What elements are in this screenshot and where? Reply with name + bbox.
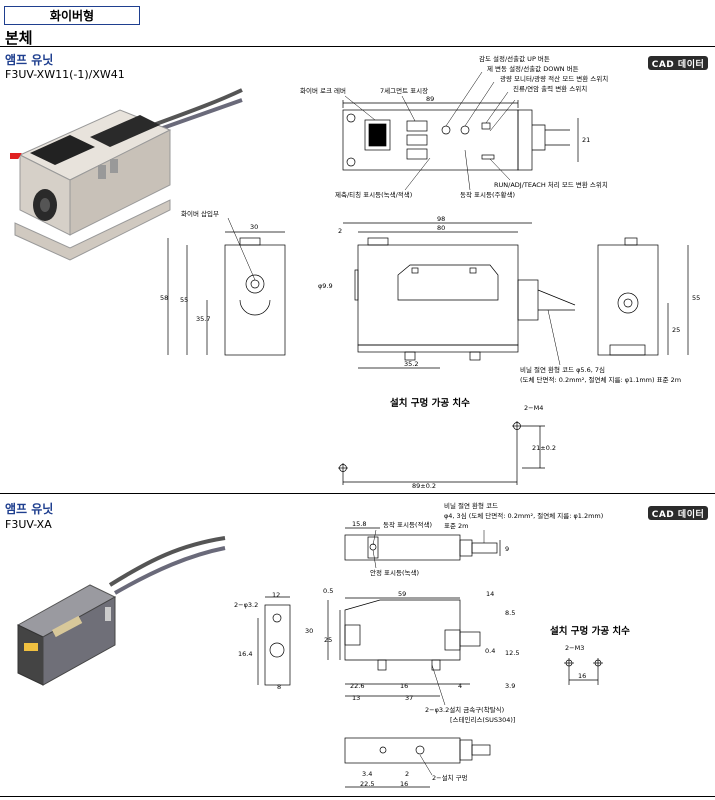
label-op-lamp-red: 동작 표시등(적색) — [383, 520, 432, 529]
dim-0-5: 0.5 — [323, 587, 333, 595]
dim-30: 30 — [250, 223, 258, 231]
dimension-drawing-1: 89 21 감도 설정/선출값 UP 버튼 제 변동 설정/선출값 DOWN 버… — [160, 54, 700, 490]
right-end-view — [597, 237, 689, 356]
model-name-1: F3UV-XW11(-1)/XW41 — [5, 68, 125, 81]
label-lock-lever: 화이버 로크 레버 — [300, 86, 346, 95]
mount-title-2: 설치 구멍 가공 치수 — [550, 625, 630, 637]
dim-21-mount: 21±0.2 — [532, 444, 556, 452]
model-name-2: F3UV-XA — [5, 518, 52, 531]
label-stable-lamp: 안정 표시등(녹색) — [370, 568, 419, 577]
amp-unit-photo-1 — [10, 88, 243, 261]
section-divider — [0, 493, 715, 494]
dim-16: 16 — [400, 682, 408, 690]
dim-89-mount: 89±0.2 — [412, 482, 436, 490]
dim-22-6: 22.6 — [350, 682, 364, 690]
label-mode-switch: 진류/연암 출력 변환 스위치 — [513, 84, 587, 93]
mount-title-1: 설치 구멍 가공 치수 — [390, 397, 470, 409]
label-op-lamp: 동작 표시등(주황색) — [460, 190, 515, 199]
dim-22-5: 22.5 — [360, 780, 374, 788]
label-mount-note-1: 2−φ3.2설치 금속구(착탈식) — [425, 705, 504, 714]
dim-3-4: 3.4 — [362, 770, 372, 778]
label-m4: 2−M4 — [524, 404, 543, 412]
label-cable-2: (도체 단면적: 0.2mm², 절연체 지름: φ1.1mm) 표준 2m — [520, 375, 681, 384]
cad-label: CAD 데이터 — [651, 509, 705, 520]
dim-35-7: 35.7 — [196, 315, 210, 323]
dim-2-phi-3-2: 2−φ3.2 — [234, 601, 258, 609]
top-view — [342, 100, 579, 171]
dim-14: 14 — [486, 590, 494, 598]
dim-13: 13 — [352, 694, 360, 702]
dim-15-8: 15.8 — [352, 520, 366, 528]
dim-58: 58 — [160, 294, 168, 302]
cad-data-button-1[interactable]: CAD 데이터 — [648, 56, 708, 70]
dim-4: 4 — [458, 682, 462, 690]
dim-98: 98 — [437, 215, 445, 223]
label-run-switch: RUN/ADJ/TEACH 처리 모드 변환 스위치 — [494, 180, 608, 189]
bottom-divider — [0, 796, 715, 797]
end-view — [167, 231, 286, 356]
dim-3-9: 3.9 — [505, 682, 515, 690]
amp-unit-photo-2 — [16, 536, 226, 686]
dim-89: 89 — [426, 95, 434, 103]
dim-8-5: 8.5 — [505, 609, 515, 617]
dimension-drawing-2: 15.8 9 비닐 절연 환형 코드 φ4, 3심 (도체 단면적: 0.2mm… — [234, 501, 630, 788]
side-view — [343, 222, 576, 369]
dim-9: 9 — [505, 545, 509, 553]
label-cable-b1: 비닐 절연 환형 코드 — [444, 501, 498, 510]
dim-9-9: φ9.9 — [318, 282, 333, 290]
cad-data-button-2[interactable]: CAD 데이터 — [648, 506, 708, 520]
section-title-2: 앰프 유닛 — [5, 502, 54, 516]
dim-25: 25 — [672, 326, 680, 334]
dim-21: 21 — [582, 136, 590, 144]
dim-37: 37 — [405, 694, 413, 702]
dim-2: 2 — [338, 227, 342, 235]
label-down-button: 제 변동 설정/선출값 DOWN 버튼 — [487, 64, 579, 73]
label-cable-1: 비닐 절연 환형 코드 φ5.6, 7심 — [520, 365, 605, 374]
label-mount-hole: 2−설치 구멍 — [432, 773, 468, 782]
label-mount-note-2: [스테인리스(SUS304)] — [450, 715, 515, 724]
label-seg-display: 7세그먼트 표시장 — [380, 86, 428, 95]
dim-55: 55 — [180, 296, 188, 304]
dim-16-b: 16 — [400, 780, 408, 788]
label-status-lamp: 제축/티칭 표시등(녹색/적색) — [335, 190, 412, 199]
tab-label: 화이버형 — [49, 9, 95, 23]
tab-fiber-type[interactable]: 화이버형 — [4, 6, 140, 25]
dim-59: 59 — [398, 590, 406, 598]
dim-80: 80 — [437, 224, 445, 232]
cad-label: CAD 데이터 — [651, 59, 705, 70]
dim-16-mount: 16 — [578, 672, 586, 680]
page-title: 본체 — [5, 29, 33, 47]
dim-12: 12 — [272, 591, 280, 599]
dim-0-4: 0.4 — [485, 647, 495, 655]
dim-16-4: 16.4 — [238, 650, 252, 658]
section-title-1: 앰프 유닛 — [5, 53, 54, 67]
label-monitor-switch: 광량 모니터/광량 적산 모드 변환 스위치 — [500, 74, 608, 83]
dim-35-2: 35.2 — [404, 360, 418, 368]
dim-30-b: 30 — [305, 627, 313, 635]
divider — [0, 46, 715, 47]
label-m3: 2−M3 — [565, 644, 584, 652]
dim-12-5: 12.5 — [505, 649, 519, 657]
dim-55-right: 55 — [692, 294, 700, 302]
label-cable-b3: 표준 2m — [444, 522, 469, 530]
label-cable-b2: φ4, 3심 (도체 단면적: 0.2mm², 절연체 지름: φ1.2mm) — [444, 511, 603, 520]
label-fiber-port: 화이버 삽입부 — [181, 209, 219, 218]
dim-25-b: 25 — [324, 636, 332, 644]
dim-2-b: 2 — [405, 770, 409, 778]
dim-8: 8 — [277, 683, 281, 691]
label-up-button: 감도 설정/선출값 UP 버튼 — [479, 54, 550, 63]
